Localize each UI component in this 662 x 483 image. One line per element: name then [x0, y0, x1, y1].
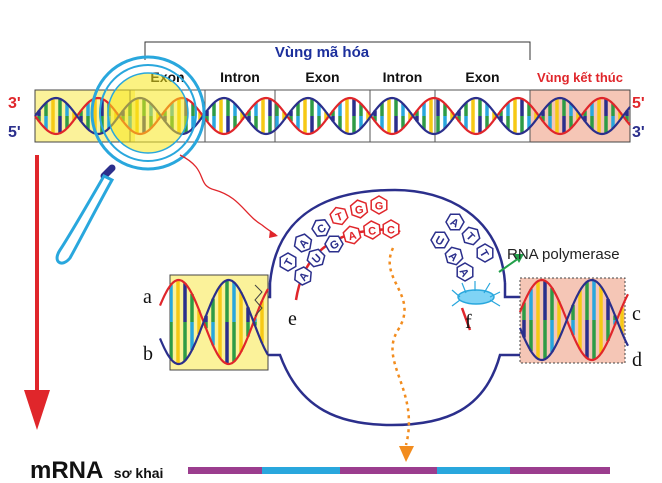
base-glyph: T	[329, 206, 349, 226]
base-hexagon	[293, 233, 313, 253]
base-glyph: U	[430, 231, 450, 249]
base-glyph: A	[456, 262, 474, 282]
base-letter: G	[375, 201, 384, 213]
marker-f: f	[465, 311, 472, 333]
left-dna-red-strand	[158, 278, 269, 366]
right-lower-bases: UAA	[430, 231, 474, 282]
base-hexagon	[456, 262, 474, 282]
base-hexagon	[342, 225, 362, 245]
left-notch	[254, 284, 263, 317]
base-hexagon	[329, 206, 349, 226]
base-glyph: C	[382, 219, 400, 239]
base-hexagon	[306, 248, 326, 268]
base-glyph: T	[461, 226, 481, 246]
base-glyph: T	[476, 243, 494, 263]
mrna-flow-arrow	[388, 247, 411, 446]
base-hexagon	[444, 246, 464, 266]
mrna-segment-4	[437, 467, 510, 474]
right-dna-red-strand	[518, 278, 629, 362]
right-dna-base-pairs	[522, 280, 624, 360]
termination-label: Vùng kết thúc	[537, 70, 623, 85]
rna-polymerase-icon	[451, 281, 501, 307]
base-glyph: A	[342, 225, 362, 245]
base-glyph: C	[363, 220, 381, 240]
base-hexagon	[279, 252, 297, 272]
end-label-top-left: 3'	[8, 95, 21, 112]
mrna-label: mRNA sơ khai	[30, 457, 163, 483]
base-hexagon	[324, 235, 344, 253]
coding-region-label: Vùng mã hóa	[275, 44, 370, 61]
zoom-connector-arrow	[179, 154, 277, 236]
marker-d: d	[632, 349, 642, 371]
base-hexagon	[363, 220, 381, 240]
enzyme-label: RNA polymerase	[507, 246, 620, 263]
base-glyph: G	[349, 199, 369, 219]
bubble-step-right	[503, 283, 520, 299]
end-label-bottom-left: 5'	[8, 124, 21, 141]
coding-region-bracket	[144, 41, 531, 60]
marker-c: c	[632, 303, 641, 325]
enzyme-pointer-arrow	[498, 257, 520, 273]
base-hexagon	[461, 226, 481, 246]
base-letter: C	[387, 225, 395, 237]
base-glyph: U	[306, 248, 326, 268]
mrna-segment-2	[262, 467, 340, 474]
base-letter: T	[334, 211, 345, 225]
base-letter: A	[347, 230, 358, 244]
base-glyph: G	[370, 195, 388, 215]
right-upper-bases: ATT	[445, 213, 494, 263]
bubble-upper-strand	[268, 188, 507, 284]
base-letter: C	[368, 225, 377, 238]
base-hexagon	[349, 199, 369, 219]
base-hexagon	[382, 219, 400, 239]
end-label-bottom-right: 3'	[632, 124, 645, 141]
base-glyph: A	[293, 233, 313, 253]
rna-strand-tail	[460, 307, 472, 331]
base-glyph: C	[311, 219, 331, 237]
mrna-segment-5	[510, 467, 610, 474]
base-glyph: A	[294, 266, 312, 286]
base-hexagon	[445, 213, 465, 231]
mrna-label-main: mRNA	[30, 457, 103, 483]
marker-a: a	[143, 286, 152, 308]
mrna-bar	[188, 467, 610, 474]
mrna-label-sub: sơ khai	[114, 465, 164, 481]
magnifier-icon	[55, 55, 206, 265]
base-hexagon	[476, 243, 494, 263]
marker-b: b	[143, 343, 153, 365]
base-hexagon	[294, 266, 312, 286]
segment-label-3: Exon	[305, 69, 339, 85]
direction-arrowhead	[24, 390, 50, 430]
segment-label-5: Exon	[465, 69, 499, 85]
enzyme-pointer-arrowhead	[514, 254, 524, 263]
base-letter: G	[354, 204, 365, 217]
base-hexagon	[430, 231, 450, 249]
left-dna-blue-strand	[158, 278, 269, 366]
mrna-flow-arrowhead	[399, 446, 414, 462]
bubble-lower-strand	[268, 353, 520, 427]
base-glyph: A	[445, 213, 465, 231]
end-label-top-right: 5'	[632, 95, 645, 112]
segment-label-2: Intron	[220, 69, 260, 85]
base-glyph: T	[279, 252, 297, 272]
segment-label-4: Intron	[383, 69, 423, 85]
marker-e: e	[288, 308, 297, 330]
base-glyph: A	[444, 246, 464, 266]
mrna-segment-3	[340, 467, 437, 474]
base-glyph: G	[324, 235, 344, 253]
zoom-connector-arrowhead	[269, 230, 278, 238]
right-dna-blue-strand	[518, 278, 629, 362]
base-hexagon	[370, 195, 388, 215]
base-hexagon	[311, 219, 331, 237]
mrna-segment-1	[188, 467, 262, 474]
